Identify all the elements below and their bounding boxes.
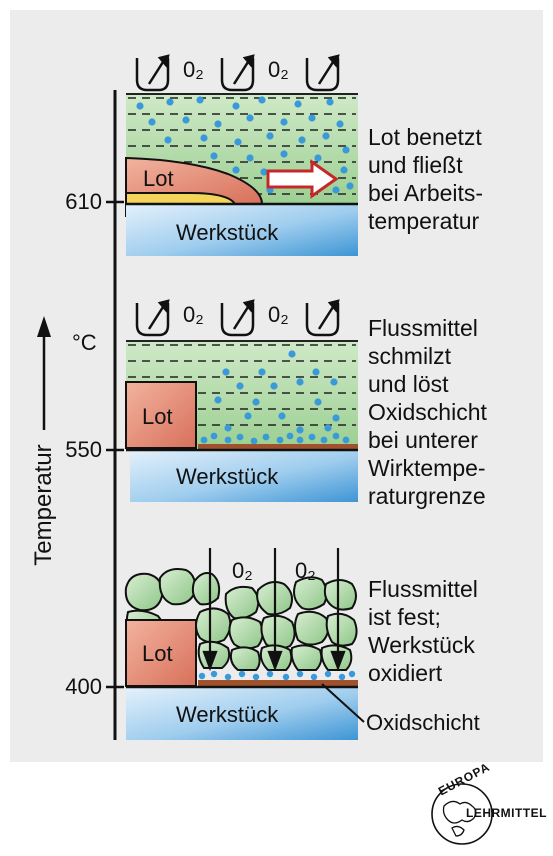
- oxygen-cups: [135, 58, 340, 92]
- workpiece-label: Werkstück: [176, 220, 279, 245]
- tick-label-610: 610: [65, 189, 102, 214]
- globe-icon: [431, 783, 493, 845]
- o2-label: 0₂: [183, 302, 204, 327]
- oxide-layer: [198, 680, 358, 686]
- flow-arrow-icon: [266, 159, 339, 199]
- solder-block: [125, 381, 197, 449]
- stage-3-description: Flussmittel ist fest; Werkstück oxidiert: [368, 576, 478, 686]
- oxide-layer: [198, 444, 358, 449]
- oxygen-arrow-icons: [147, 299, 340, 330]
- o2-label: 0₂: [295, 558, 316, 583]
- workpiece-label: Werkstück: [176, 464, 279, 489]
- solder-molten: [125, 156, 264, 205]
- flux-bubbles: [198, 670, 356, 681]
- solder-block: [125, 619, 197, 687]
- axis-arrow-head-icon: [37, 316, 51, 337]
- stage-2-graphic: [125, 299, 358, 502]
- oxide-leader-line: [321, 683, 365, 723]
- workpiece: [126, 688, 358, 740]
- stage-3-graphic: [124, 548, 365, 740]
- o2-label: 0₂: [268, 57, 289, 82]
- stage-2-description: Flussmittel schmilzt und löst Oxidschich…: [368, 315, 487, 509]
- stage-1-graphic: [125, 54, 358, 256]
- o2-label: 0₂: [268, 302, 289, 327]
- o2-label: 0₂: [183, 57, 204, 82]
- publisher-logo: EUROPA LEHRMITTEL: [422, 760, 548, 850]
- oxide-label: Oxidschicht: [366, 710, 480, 735]
- oxygen-arrow-icons: [147, 54, 340, 85]
- o2-label: 0₂: [232, 558, 253, 583]
- solder-label: Lot: [142, 404, 173, 429]
- o2-arrow-icons: [202, 548, 346, 672]
- workpiece: [126, 204, 358, 256]
- axis-unit: °C: [72, 330, 97, 355]
- flux-bubbles: [200, 350, 350, 445]
- workpiece-label: Werkstück: [176, 702, 279, 727]
- solder-label: Lot: [142, 641, 173, 666]
- tick-label-400: 400: [65, 674, 102, 699]
- logo-bottom-text: LEHRMITTEL: [466, 806, 547, 820]
- tick-label-550: 550: [65, 437, 102, 462]
- solder-label: Lot: [143, 166, 174, 191]
- stage-1-description: Lot benetzt und fließt bei Arbeits- temp…: [368, 124, 484, 234]
- workpiece: [130, 450, 358, 502]
